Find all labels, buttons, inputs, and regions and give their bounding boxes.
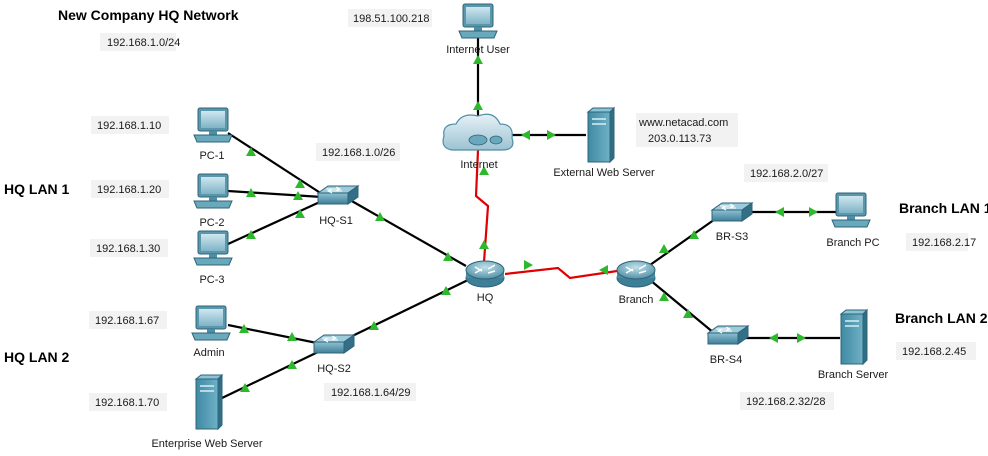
pc1-ip: 192.168.1.10	[97, 120, 161, 132]
hq-lan2-title: HQ LAN 2	[4, 349, 70, 365]
link-up-indicator	[287, 360, 297, 369]
link-up-indicator	[293, 191, 303, 200]
hq-lan1-title: HQ LAN 1	[4, 181, 70, 197]
network-address: 192.168.1.0/24	[107, 37, 180, 49]
internet-user-label: Internet User	[446, 44, 510, 56]
br-s3-label: BR-S3	[716, 231, 748, 243]
hq-router-label: HQ	[477, 292, 494, 304]
admin-pc-icon[interactable]	[191, 305, 231, 341]
link-up-indicator	[239, 324, 249, 333]
pc3-label: PC-3	[199, 274, 224, 286]
link-internet-hq-serial	[474, 149, 490, 263]
pc2-label: PC-2	[199, 217, 224, 229]
hq-s2-switch-icon[interactable]	[313, 334, 355, 354]
br-s3-switch-icon[interactable]	[711, 202, 753, 222]
link-up-indicator	[479, 166, 489, 175]
link-pc2-hq-s1	[227, 189, 323, 199]
branch-pc-label: Branch PC	[826, 237, 879, 249]
link-pc3-hq-s1	[227, 199, 323, 246]
link-branch-br-s3	[649, 216, 719, 266]
link-up-indicator	[659, 292, 669, 301]
branch-server-icon[interactable]	[840, 309, 868, 365]
hq-s2-subnet: 192.168.1.64/29	[331, 387, 411, 399]
ip-label-boxes	[89, 9, 976, 411]
link-up-indicator	[775, 207, 784, 217]
hq-s1-switch-icon[interactable]	[317, 185, 359, 205]
link-up-indicator	[659, 244, 669, 253]
branch-server-label: Branch Server	[818, 369, 889, 381]
link-branch-br-s4	[649, 279, 715, 334]
link-up-indicator	[769, 333, 778, 343]
hq-s2-label: HQ-S2	[317, 363, 351, 375]
pc1-label: PC-1	[199, 150, 224, 162]
link-up-indicator	[473, 55, 483, 64]
br-s4-subnet: 192.168.2.32/28	[746, 396, 826, 408]
link-status-indicators	[239, 55, 818, 392]
branch-router-label: Branch	[619, 294, 654, 306]
link-up-indicator	[295, 179, 305, 188]
br-s4-switch-icon[interactable]	[707, 325, 749, 345]
branch-server-ip: 192.168.2.45	[902, 346, 966, 358]
pc1-icon[interactable]	[193, 107, 233, 143]
hq-s1-label: HQ-S1	[319, 215, 353, 227]
branch-router-icon[interactable]	[616, 260, 656, 288]
link-ent-server-hq-s2	[221, 351, 319, 399]
link-up-indicator	[369, 321, 379, 330]
link-up-indicator	[295, 209, 305, 218]
pc3-icon[interactable]	[193, 230, 233, 266]
internet-user-ip: 198.51.100.218	[353, 13, 429, 25]
link-up-indicator	[809, 207, 818, 217]
link-up-indicator	[797, 333, 806, 343]
external-server-url: www.netacad.com	[638, 117, 728, 129]
link-up-indicator	[683, 309, 693, 318]
link-up-indicator	[246, 188, 256, 197]
link-up-indicator	[441, 286, 451, 295]
link-up-indicator	[599, 265, 608, 275]
link-up-indicator	[479, 240, 489, 249]
external-server-ip: 203.0.113.73	[648, 133, 711, 145]
link-up-indicator	[287, 332, 297, 341]
branch-lan1-title: Branch LAN 1	[899, 200, 988, 216]
link-up-indicator	[246, 230, 256, 239]
link-pc1-hq-s1	[227, 132, 323, 195]
pc3-ip: 192.168.1.30	[96, 243, 160, 255]
link-up-indicator	[443, 252, 453, 261]
link-up-indicator	[473, 101, 483, 110]
pc2-icon[interactable]	[193, 173, 233, 209]
branch-lan2-title: Branch LAN 2	[895, 310, 988, 326]
link-up-indicator	[240, 383, 250, 392]
link-up-indicator	[689, 230, 699, 239]
enterprise-web-server-ip: 192.168.1.70	[95, 397, 159, 409]
external-web-server-label: External Web Server	[553, 167, 655, 179]
network-title: New Company HQ Network	[58, 7, 239, 23]
br-s4-label: BR-S4	[710, 354, 742, 366]
branch-pc-icon[interactable]	[831, 192, 871, 228]
br-s3-subnet: 192.168.2.0/27	[750, 168, 823, 180]
hq-router-icon[interactable]	[465, 260, 505, 288]
enterprise-web-server-label: Enterprise Web Server	[151, 438, 262, 450]
link-up-indicator	[375, 212, 385, 221]
internet-user-pc-icon[interactable]	[458, 3, 498, 39]
link-up-indicator	[246, 147, 256, 156]
hq-s1-subnet: 192.168.1.0/26	[322, 147, 395, 159]
links	[221, 32, 840, 399]
internet-cloud-icon[interactable]	[442, 113, 514, 151]
link-hq-s2-hq	[343, 279, 469, 341]
enterprise-web-server-icon[interactable]	[195, 374, 223, 430]
link-up-indicator	[521, 130, 530, 140]
external-web-server-icon[interactable]	[587, 107, 615, 163]
internet-label: Internet	[460, 159, 497, 171]
pc2-ip: 192.168.1.20	[97, 184, 161, 196]
admin-ip: 192.168.1.67	[95, 315, 159, 327]
link-up-indicator	[547, 130, 556, 140]
link-hq-branch-serial	[504, 266, 625, 280]
branch-pc-ip: 192.168.2.17	[912, 237, 976, 249]
link-up-indicator	[524, 260, 533, 270]
admin-label: Admin	[193, 347, 224, 359]
